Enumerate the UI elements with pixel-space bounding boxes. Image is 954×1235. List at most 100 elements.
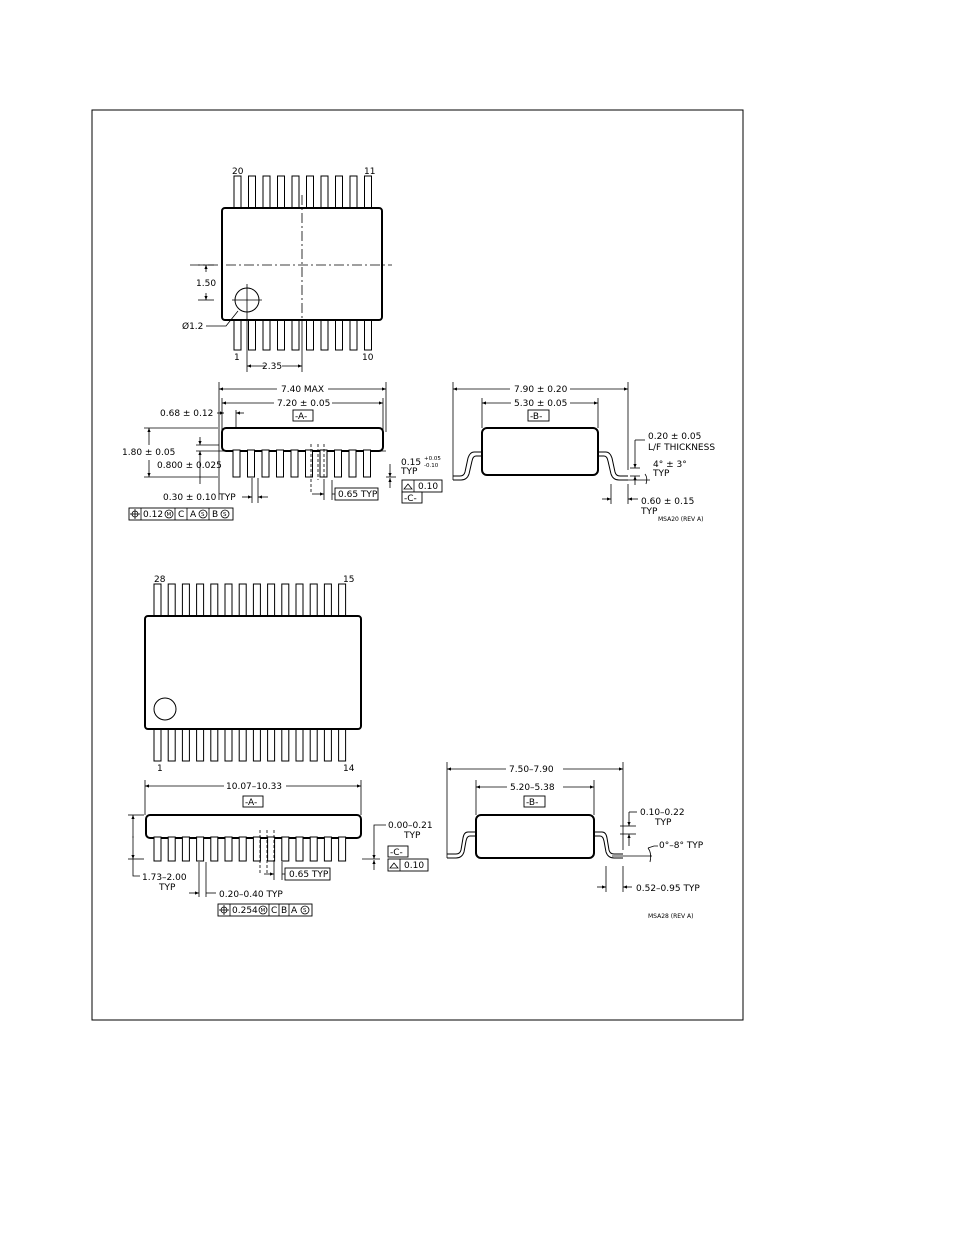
msa28-datum-a: -A-: [245, 798, 257, 808]
msa20-side-pin-10: [363, 449, 371, 478]
msa28-side-pin-8: [252, 836, 261, 862]
msa28-datum-c: -C-: [390, 848, 403, 858]
msa28-bottom-pin-9: [267, 727, 276, 762]
msa28-bottom-pin-3: [181, 727, 190, 762]
msa28-flatness-value: 0.10: [404, 861, 424, 871]
msa28-top-pin-10: [281, 583, 290, 618]
msa28-top-pins: [153, 583, 347, 618]
msa28-side-pin-14: [338, 836, 347, 862]
msa28-top-pin-6: [224, 583, 233, 618]
msa28-side-pin-7: [238, 836, 247, 862]
msa28-dim-lf: 0.10–0.22: [640, 808, 685, 818]
msa20-fcf-datum-b: B: [212, 510, 218, 520]
msa20-top-pin-3: [262, 175, 271, 210]
msa28-top-pin-5: [210, 583, 219, 618]
msa20-dim-2-35: 2.35: [262, 362, 282, 372]
msa28-side-pin-12: [309, 836, 318, 862]
msa20-datum-c: -C-: [404, 494, 417, 504]
msa28-side-pin-6: [224, 836, 233, 862]
msa28-dim-body-width: 5.20–5.38: [510, 783, 555, 793]
msa28-bottom-pin-6: [224, 727, 233, 762]
msa28-top-pin-8: [252, 583, 261, 618]
msa20-end-view: 7.90 ± 0.20 5.30 ± 0.05 -B- 0.20 ± 0.05 …: [452, 382, 715, 523]
msa20-fcf-datum-c: C: [178, 510, 184, 520]
msa28-top-pin-3: [181, 583, 190, 618]
msa28-side-pins: [153, 836, 347, 862]
msa20-side-pin-7: [319, 449, 328, 478]
msa28-fcf-datum-c: C: [271, 906, 277, 916]
msa20-top-pin-9: [349, 175, 358, 210]
msa20-pin-label-1: 1: [234, 353, 240, 363]
msa28-dim-standoff-typ: TYP: [403, 831, 421, 841]
msa20-bottom-pins: [233, 318, 372, 351]
msa28-side-pin-5: [210, 836, 219, 862]
msa28-top-pin-11: [295, 583, 304, 618]
msa28-package-body: [144, 615, 362, 730]
svg-text:S: S: [303, 908, 307, 914]
msa20-dim-0-68: 0.68 ± 0.12: [160, 409, 213, 419]
msa20-side-pin-4: [276, 449, 284, 478]
msa28-revision: MSA28 (REV A): [648, 913, 694, 920]
msa28-top-pin-1: [153, 583, 162, 618]
msa20-side-pin-9: [348, 449, 357, 478]
msa28-dim-standoff: 0.00–0.21: [388, 821, 433, 831]
msa20-datum-b: -B-: [530, 412, 542, 422]
msa20-side-pin-2: [247, 449, 255, 478]
msa20-feature-control-frame: 0.12 M C A S B S: [128, 507, 234, 521]
msa28-fcf-tolerance: 0.254: [232, 906, 258, 916]
msa20-bottom-pin-3: [262, 318, 271, 351]
msa20-side-pins: [232, 449, 371, 478]
msa28-side-view: 10.07–10.33 -A- 1.73–2.00 TYP 0.00–0.21 …: [128, 780, 433, 917]
msa28-side-body: [145, 814, 362, 839]
msa20-dim-0-15-typ: TYP: [400, 467, 418, 477]
msa20-top-view: 20 11 1 10 1.50 Ø1.2 2.35: [182, 167, 392, 372]
msa20-bottom-pin-2: [248, 318, 256, 351]
msa20-dim-angle-typ: TYP: [652, 469, 670, 479]
msa28-fcf-datum-b: B: [281, 906, 287, 916]
msa20-top-pins: [233, 175, 372, 210]
msa20-top-pin-1: [233, 175, 242, 210]
msa28-side-pin-10: [281, 836, 290, 862]
msa28-dim-length: 10.07–10.33: [226, 782, 282, 792]
msa28-top-pin-12: [309, 583, 318, 618]
msa20-pin-label-10: 10: [362, 353, 374, 363]
msa20-dim-7-20: 7.20 ± 0.05: [277, 399, 330, 409]
msa20-side-pin-1: [232, 449, 241, 478]
msa20-top-pin-7: [320, 175, 329, 210]
msa28-dim-span: 7.50–7.90: [509, 765, 554, 775]
msa28-bottom-pin-12: [309, 727, 318, 762]
msa28-dim-lead-width: 0.20–0.40 TYP: [219, 890, 283, 900]
msa20-bottom-pin-4: [277, 318, 285, 351]
svg-text:M: M: [261, 908, 266, 914]
msa20-bottom-pin-9: [349, 318, 358, 351]
msa20-dim-dia-1-2: Ø1.2: [182, 321, 203, 332]
msa20-bottom-pin-5: [291, 318, 300, 351]
msa28-bottom-pin-4: [196, 727, 205, 762]
msa28-dim-lf-typ: TYP: [654, 818, 672, 828]
msa20-dim-7-40-max: 7.40 MAX: [281, 385, 324, 395]
msa28-top-pin-4: [196, 583, 205, 618]
msa20-dim-0-15: 0.15: [401, 458, 421, 468]
msa28-top-pin-14: [338, 583, 347, 618]
msa28-top-view: 28 15 1 14: [144, 575, 362, 774]
msa28-bottom-pin-2: [167, 727, 176, 762]
msa28-dim-height: 1.73–2.00: [142, 873, 187, 883]
msa28-bottom-pin-11: [295, 727, 304, 762]
msa20-top-pin-6: [306, 175, 314, 210]
msa20-side-pin-5: [290, 449, 299, 478]
msa20-dim-5-30: 5.30 ± 0.05: [514, 399, 567, 409]
msa28-pin-label-1: 1: [157, 764, 163, 774]
svg-text:M: M: [167, 512, 172, 518]
msa28-pin1-marker: [153, 697, 177, 721]
msa28-bottom-pin-8: [252, 727, 261, 762]
msa20-dim-angle: 4° ± 3°: [653, 460, 687, 470]
msa20-top-pin-2: [248, 175, 256, 210]
msa28-top-pin-9: [267, 583, 276, 618]
msa28-side-pin-13: [323, 836, 332, 862]
msa20-side-pin-8: [334, 449, 342, 478]
msa28-bottom-pin-1: [153, 727, 162, 762]
msa20-bottom-pin-1: [233, 318, 242, 351]
msa28-feature-control-frame: 0.254 M C B A S: [217, 903, 313, 917]
msa28-dim-height-typ: TYP: [158, 883, 176, 893]
